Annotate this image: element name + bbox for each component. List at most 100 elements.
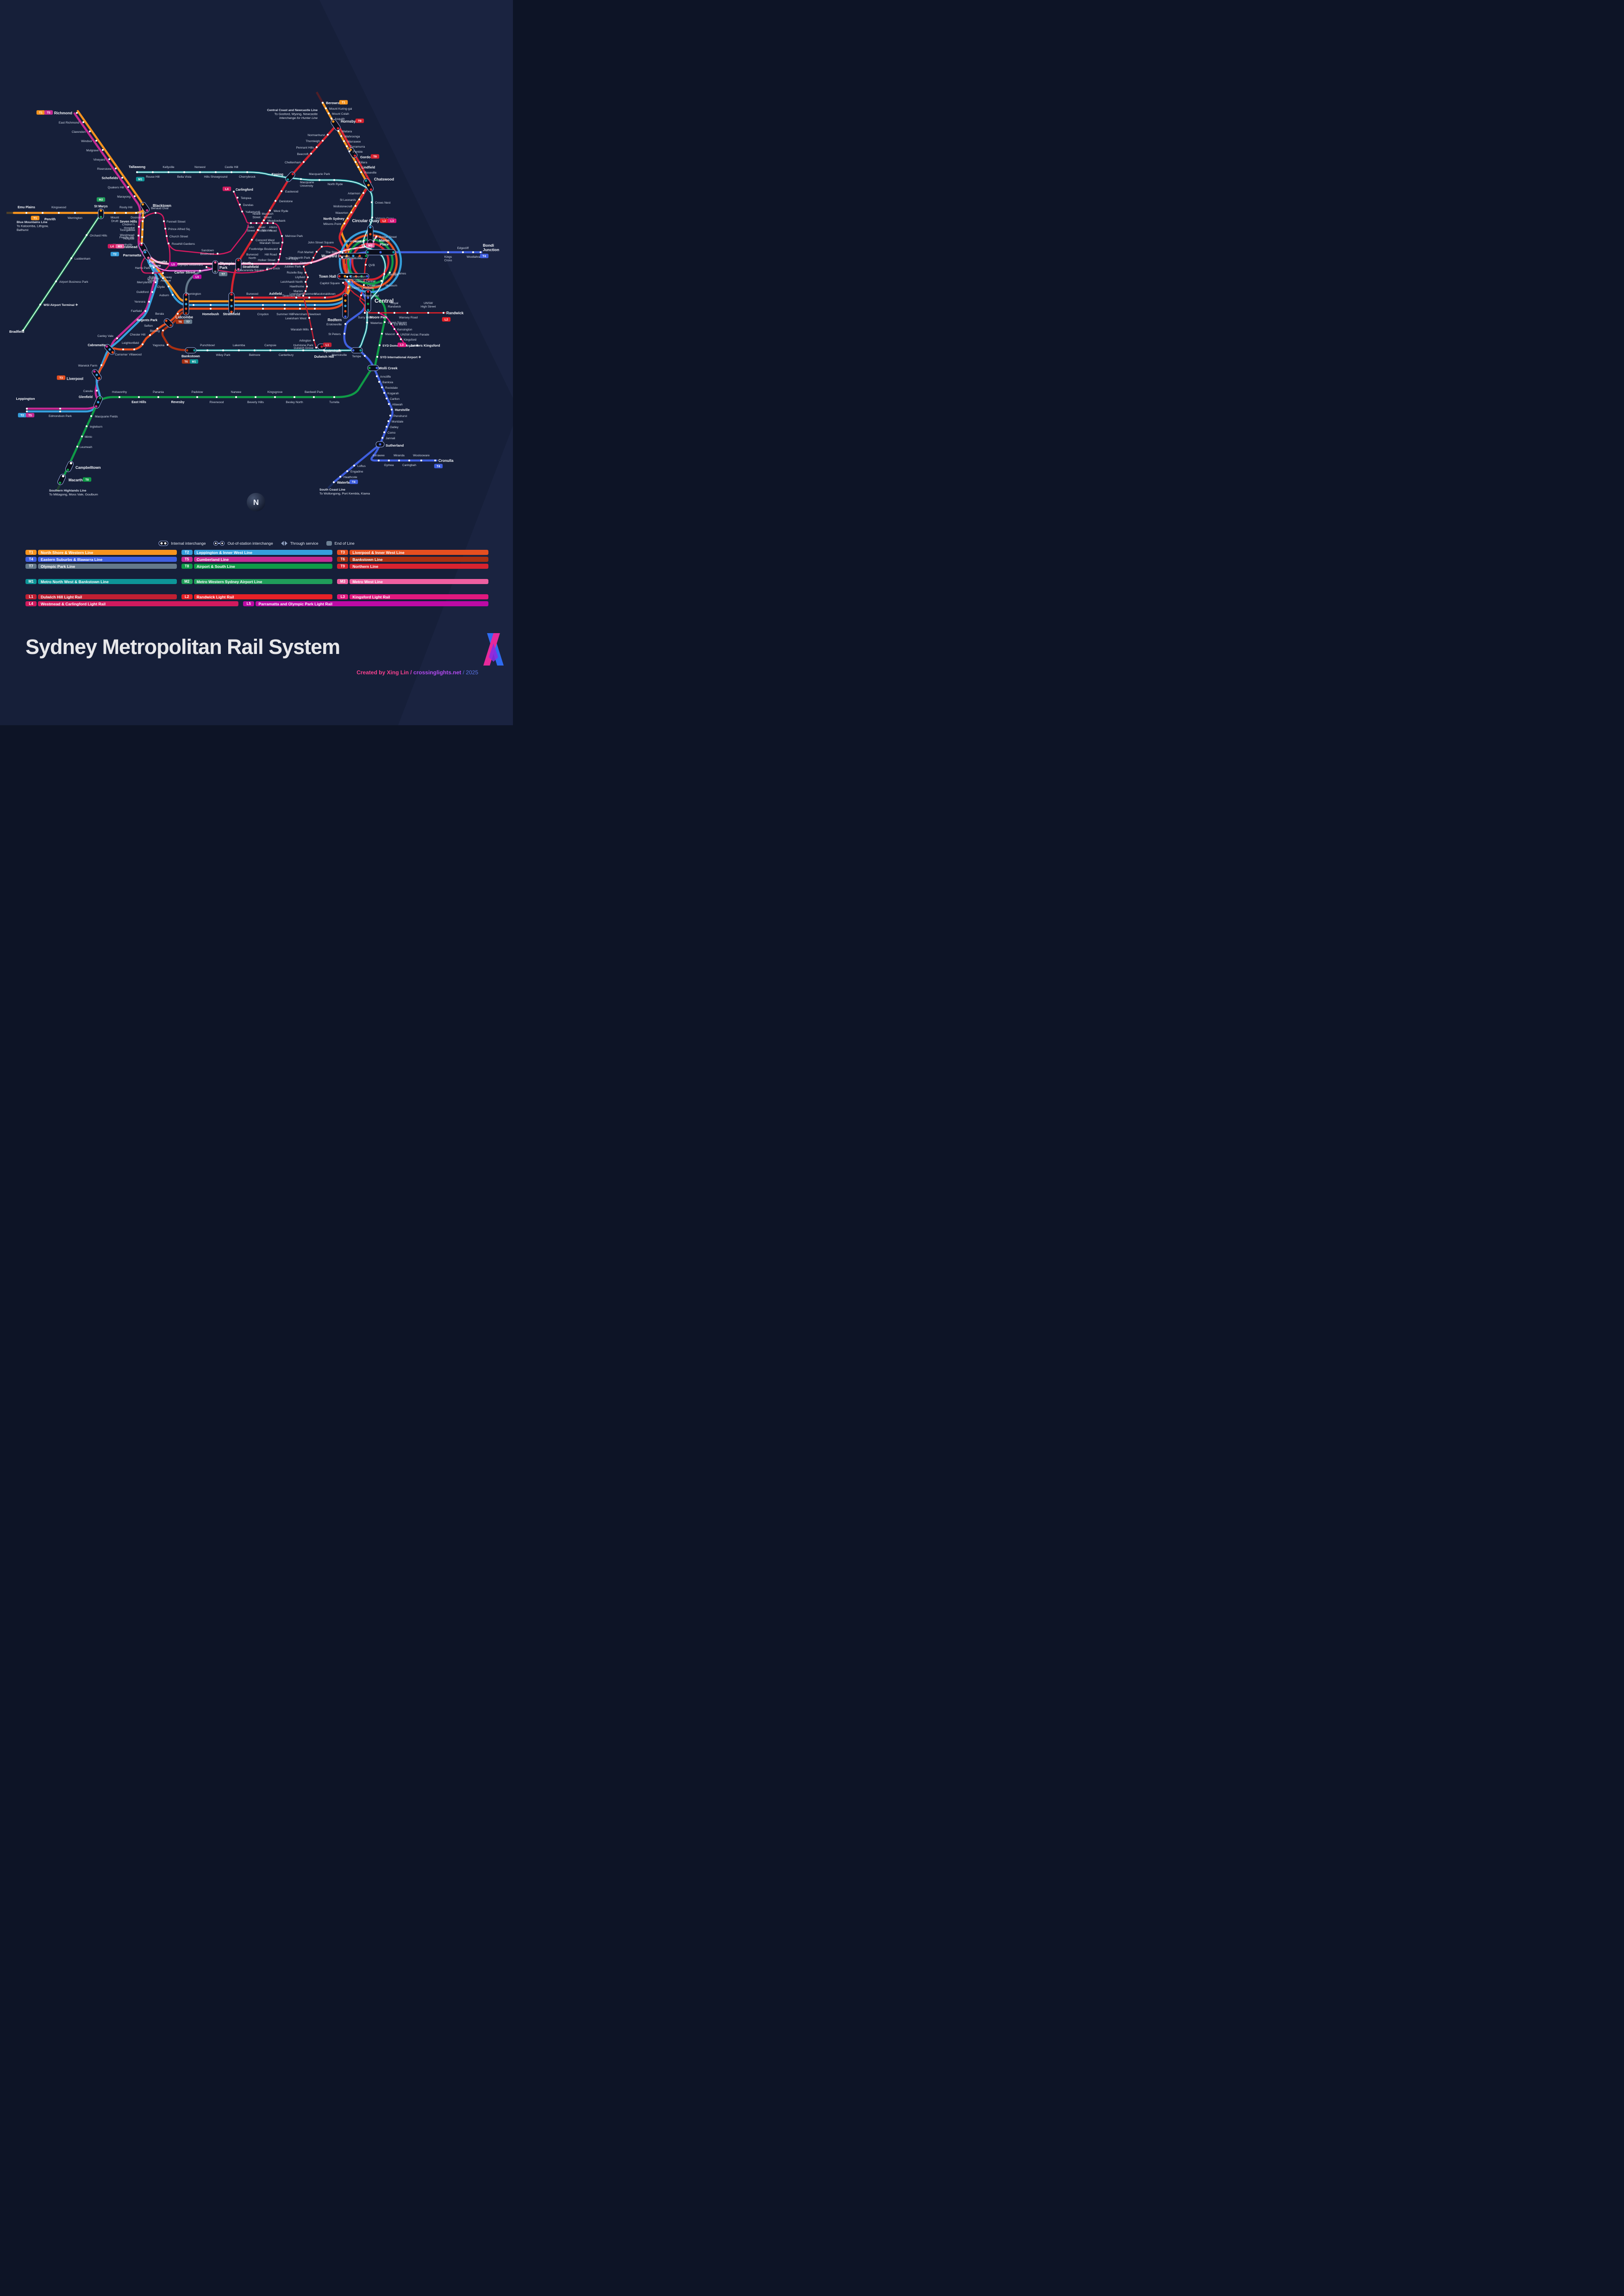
station-label: Marayong (117, 195, 131, 199)
station-dot (143, 217, 145, 218)
legend-name-T7: Olympic Park Line (38, 564, 177, 569)
station-dot (343, 140, 345, 142)
station-dot (162, 330, 164, 331)
station-dot (281, 242, 283, 243)
station-dot (59, 408, 61, 410)
station-label: Dundas (243, 204, 254, 207)
station-dot (163, 220, 165, 222)
station-label: Killara (359, 161, 367, 164)
station-dot (39, 304, 41, 305)
station-label: Pendle Hill (119, 236, 134, 239)
station-dot (177, 396, 179, 398)
line-badge-T5: T5 (25, 413, 35, 417)
station-label: Edmondson Park (49, 415, 72, 418)
station-label: Woolooware (413, 454, 430, 457)
station-label: Mount Kuring-gai (329, 107, 352, 111)
station-label: Kogarah (387, 392, 399, 395)
station-dot (210, 308, 212, 310)
legend-name-M3: Metro West Line (350, 579, 489, 584)
station-dot (342, 282, 344, 284)
rail-line-T8 (61, 280, 387, 480)
internal-interchange-icon (158, 541, 169, 546)
station-label: Richmond (54, 111, 72, 115)
line-badge-T2: T2 (18, 413, 27, 417)
legend-name-L5: Parramatta and Olympic Park Light Rail (256, 601, 488, 606)
station-dot (122, 348, 124, 350)
svg-text:L4: L4 (110, 245, 114, 248)
station-dot (196, 396, 198, 398)
station-label: Wansey Road (399, 316, 418, 319)
station-label: Gadigal (388, 273, 399, 276)
station-label: Ingleburn (90, 425, 102, 429)
station-label: Norwest (194, 166, 206, 169)
station-dot (312, 257, 314, 259)
legend-badge-T5: T5 (181, 557, 193, 562)
station-dot (291, 263, 293, 265)
station-label: Minto (85, 436, 92, 439)
station-label: Clyde (157, 286, 165, 289)
station-label: Westmead (120, 245, 138, 249)
station-dot (266, 268, 268, 270)
station-dot (237, 197, 238, 199)
svg-text:L5: L5 (195, 275, 199, 279)
station-dot (157, 396, 159, 398)
station-dot (333, 396, 335, 398)
station-dot (400, 338, 402, 340)
station-label: Redfern (328, 318, 342, 322)
key-out-of-station: Out-of-station interchange (213, 541, 273, 546)
station-dot (168, 286, 169, 287)
station-dot (257, 229, 259, 231)
station-label: Bella Vista (177, 175, 192, 179)
station-label: Lewisham West (285, 317, 306, 320)
station-label: Lidcombe (175, 315, 193, 319)
station-label: QVB (369, 264, 375, 267)
station-dot (338, 349, 340, 351)
station-dot (162, 272, 164, 274)
station-label: Riverstone (97, 168, 112, 171)
station-label: Doonside (131, 216, 144, 219)
station-label: Jubilee Park (284, 265, 301, 268)
station-dot (281, 235, 283, 237)
line-core (137, 172, 386, 351)
station-dot (310, 262, 312, 264)
station-dot (480, 251, 481, 253)
station-label: Petersham (293, 313, 307, 316)
station-dot (321, 246, 323, 248)
station-dot (121, 177, 123, 179)
interchange-marker (365, 289, 371, 312)
station-dot (142, 229, 144, 230)
station-dot (406, 312, 408, 314)
station-label: Mortdale (392, 420, 404, 423)
station-label: Bardwell Park (305, 391, 324, 394)
station-label: John Street Square (308, 241, 334, 244)
line-badge-M1: M1 (189, 359, 199, 364)
station-dot (269, 349, 271, 351)
station-dot (383, 392, 385, 394)
station-label: West Ryde (274, 210, 288, 213)
station-dot (375, 236, 377, 237)
legend-badge-T2: T2 (181, 550, 193, 555)
station-dot (251, 263, 253, 265)
station-label: Newtown (309, 313, 321, 316)
station-label: Milsons Point (323, 223, 341, 226)
station-dot (167, 344, 169, 346)
svg-text:T5: T5 (47, 111, 50, 114)
interchange-marker (65, 461, 74, 472)
station-dot (294, 396, 295, 398)
station-label: East Richmond (59, 121, 79, 124)
station-dot (348, 280, 350, 282)
station-dot (135, 212, 137, 214)
station-label: Capitol Square (320, 282, 340, 285)
station-dot (137, 235, 139, 236)
station-dot (250, 222, 252, 224)
station-label: Canley Vale (97, 335, 113, 338)
interchange-marker (183, 292, 189, 316)
station-label: Bridge Street (379, 236, 397, 239)
station-dot (391, 409, 393, 411)
station-dot (86, 234, 87, 236)
station-label: Wentworth Park (289, 256, 311, 260)
